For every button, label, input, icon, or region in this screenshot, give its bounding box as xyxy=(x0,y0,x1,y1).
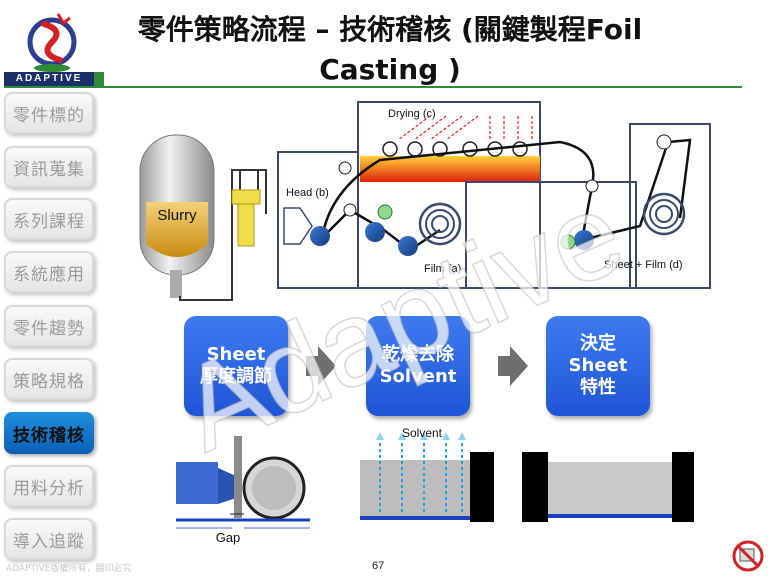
step-3-line-3: 特性 xyxy=(580,377,616,398)
sidebar-item-system-app[interactable]: 系統應用 xyxy=(4,251,94,293)
sheet-film-label: Sheet + Film (d) xyxy=(604,259,683,271)
copyright-notice: ADAPTIVE版權所有，翻印必究 xyxy=(6,564,132,574)
feed-pipe xyxy=(179,169,267,301)
casting-head-icon xyxy=(283,207,313,245)
step-sheet-property: 決定 Sheet 特性 xyxy=(546,316,650,416)
film-label: Film (a) xyxy=(424,263,461,275)
dosing-pump xyxy=(237,203,255,247)
gap-label: Gap xyxy=(216,530,241,545)
step-sheet-thickness: Sheet 厚度調節 xyxy=(184,316,288,416)
step-dry-solvent: 乾燥去除 Solvent xyxy=(366,316,470,416)
sidebar-item-strategy-spec[interactable]: 策略規格 xyxy=(4,358,94,400)
slurry-tank xyxy=(139,134,215,298)
gap-illustration xyxy=(176,436,310,529)
sheet-film-frame xyxy=(629,123,711,289)
header-divider xyxy=(4,86,742,88)
roller xyxy=(310,226,330,246)
drying-heater xyxy=(360,156,540,182)
sheet-film-reel xyxy=(642,192,686,236)
dried-sheet-illustration xyxy=(522,452,694,522)
page-title: 零件策略流程 – 技術稽核 (關鍵製程Foil Casting ) xyxy=(110,10,670,90)
step-arrow-icon xyxy=(498,346,528,386)
step-2-line-2: Solvent xyxy=(379,366,457,387)
carrier-belt xyxy=(320,140,595,241)
film-reel xyxy=(418,202,462,246)
sidebar-item-part-trend[interactable]: 零件趨勢 xyxy=(4,305,94,347)
brand-accent xyxy=(94,72,104,86)
slurry-label: Slurry xyxy=(157,207,197,224)
drying-label: Drying (c) xyxy=(388,108,436,120)
step-arrow-icon xyxy=(306,346,336,386)
heat-arrows xyxy=(397,115,533,141)
step-1-line-1: Sheet xyxy=(206,344,266,365)
solvent-label: Solvent xyxy=(402,426,443,440)
sidebar-item-part-target[interactable]: 零件標的 xyxy=(4,92,94,134)
sidebar-item-course-series[interactable]: 系列課程 xyxy=(4,198,94,240)
drying-frame xyxy=(357,101,541,289)
step-3-line-1: 決定 xyxy=(580,333,616,354)
sidebar-item-import-tracking[interactable]: 導入追蹤 xyxy=(4,518,94,560)
company-logo-icon xyxy=(27,13,77,72)
title-line-1: 零件策略流程 – 技術稽核 (關鍵製程Foil xyxy=(137,13,643,46)
sidebar-item-tech-audit[interactable]: 技術稽核 xyxy=(4,412,94,454)
no-copy-icon xyxy=(732,540,764,572)
sidebar-item-material-analysis[interactable]: 用料分析 xyxy=(4,465,94,507)
step-1-line-2: 厚度調節 xyxy=(200,366,272,387)
brand-banner: ADAPTIVE xyxy=(4,72,94,86)
head-label: Head (b) xyxy=(286,187,329,199)
page-number: 67 xyxy=(372,560,385,572)
sidebar-item-info-collect[interactable]: 資訊蒐集 xyxy=(4,146,94,188)
title-line-2: Casting ) xyxy=(319,53,461,86)
solvent-drying-illustration xyxy=(360,432,494,522)
step-2-line-1: 乾燥去除 xyxy=(382,344,454,365)
step-3-line-2: Sheet xyxy=(568,355,628,376)
